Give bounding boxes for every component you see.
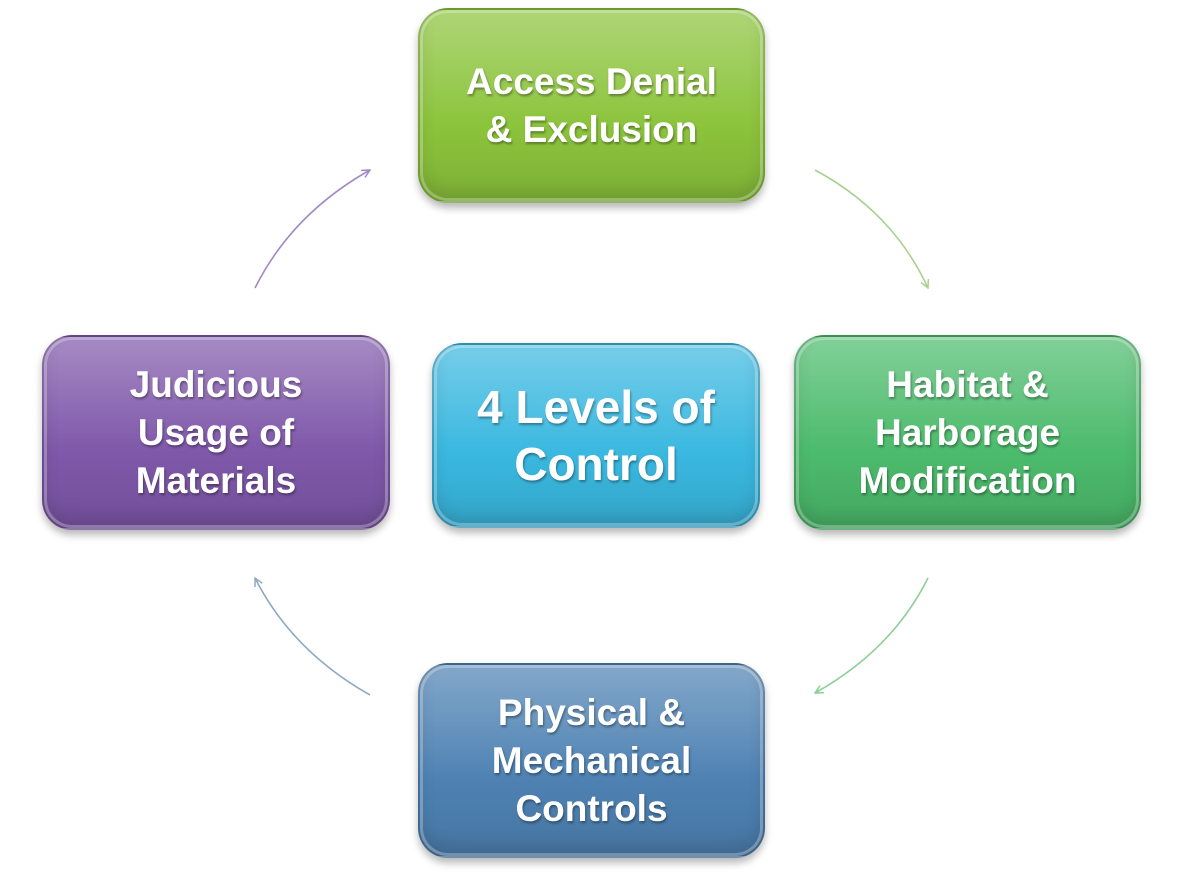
node-label-line: Habitat & (886, 363, 1049, 405)
node-label-line: Physical & (497, 691, 686, 733)
node-judicious-usage-of-materials: Judicious Usage of Materials (42, 335, 390, 530)
node-habitat-harborage-modification: Habitat & Harborage Modification (794, 335, 1141, 530)
node-label-line: Modification (858, 459, 1077, 501)
center-title-line: 4 Levels of (477, 380, 715, 433)
node-physical-mechanical-controls: Physical & Mechanical Controls (418, 663, 765, 858)
node-label-line: Mechanical (491, 739, 692, 781)
node-label-line: Materials (135, 459, 297, 501)
arrow-physical-to-judicious (255, 578, 371, 696)
node-label-line: & Exclusion (485, 108, 698, 150)
center-title-line: Control (514, 437, 678, 490)
node-label-line: Controls (515, 787, 668, 829)
node-label-line: Harborage (874, 411, 1061, 453)
arrow-judicious-to-access (254, 170, 370, 289)
node-label-line: Access Denial (466, 60, 717, 102)
node-label-line: Usage of (137, 411, 295, 453)
node-access-denial-exclusion: Access Denial & Exclusion (418, 8, 765, 203)
node-center-4-levels-of-control: 4 Levels of Control (432, 343, 760, 528)
arrow-access-to-habitat (814, 169, 928, 288)
arrow-habitat-to-physical (815, 577, 929, 693)
node-label-line: Judicious (129, 363, 303, 405)
